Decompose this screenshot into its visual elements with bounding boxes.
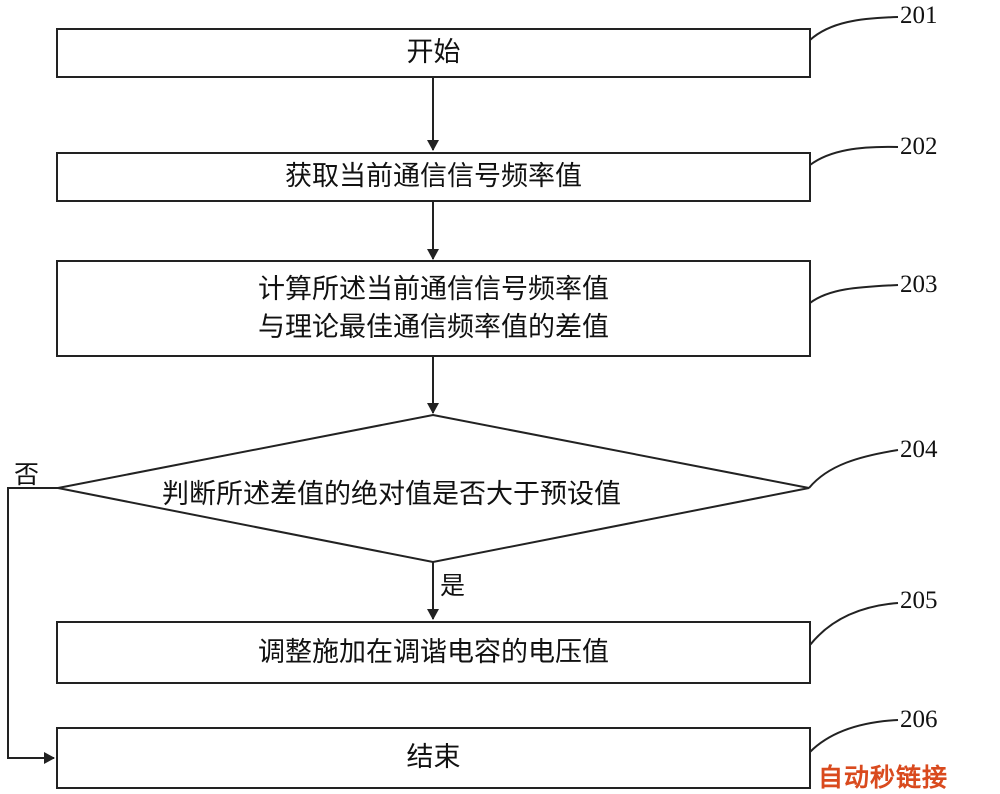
step-get-frequency-box: 获取当前通信信号频率值 — [56, 152, 811, 202]
ref-201: 201 — [900, 2, 938, 29]
step-end-text: 结束 — [406, 742, 461, 773]
watermark-logo: 自动秒链接 — [818, 763, 949, 792]
leader-203 — [809, 284, 899, 304]
leader-205 — [809, 602, 899, 646]
step-compute-difference-box: 计算所述当前通信信号频率值 与理论最佳通信频率值的差值 — [56, 260, 811, 357]
ref-202: 202 — [900, 133, 938, 160]
step-compute-difference-line2: 与理论最佳通信频率值的差值 — [258, 311, 609, 343]
ref-204: 204 — [900, 436, 938, 463]
decision-text: 判断所述差值的绝对值是否大于预设值 — [162, 479, 621, 510]
step-adjust-voltage-text: 调整施加在调谐电容的电压值 — [258, 636, 609, 668]
branch-yes-label: 是 — [440, 571, 466, 600]
no-branch-line — [7, 487, 58, 764]
step-start-text: 开始 — [406, 37, 461, 68]
branch-no-label: 否 — [14, 460, 40, 489]
leader-206 — [809, 719, 899, 753]
step-get-frequency-text: 获取当前通信信号频率值 — [285, 161, 582, 192]
ref-205: 205 — [900, 587, 938, 614]
leader-202 — [809, 145, 899, 166]
ref-206: 206 — [900, 706, 938, 733]
step-adjust-voltage-box: 调整施加在调谐电容的电压值 — [56, 621, 811, 684]
step-end-box: 结束 — [56, 727, 811, 789]
ref-203: 203 — [900, 271, 938, 298]
step-compute-difference-line1: 计算所述当前通信信号频率值 — [258, 273, 609, 305]
step-start-box: 开始 — [56, 28, 811, 78]
decision-diamond — [57, 413, 810, 564]
leader-201 — [809, 16, 899, 41]
leader-204 — [808, 449, 899, 489]
